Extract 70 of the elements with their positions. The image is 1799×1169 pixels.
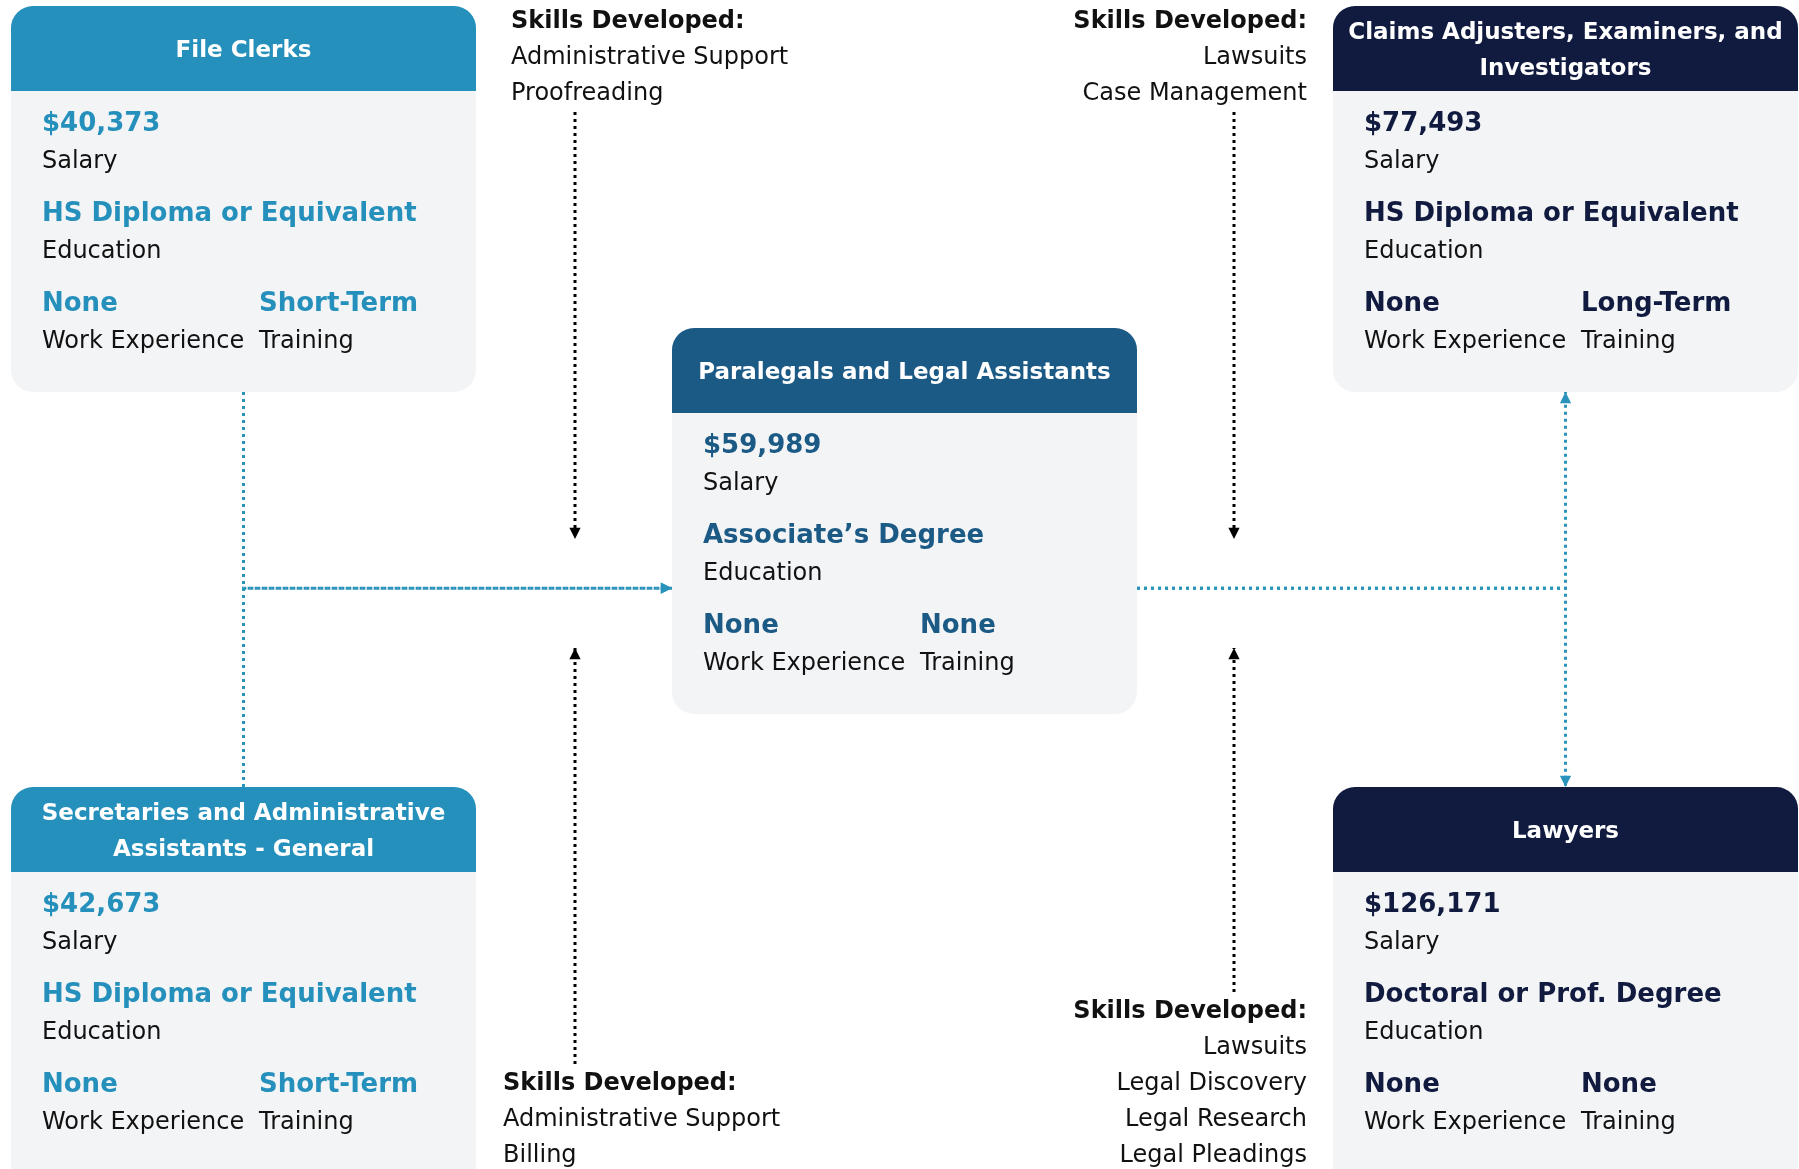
skill-item: Lawsuits [1203, 42, 1307, 70]
skills-heading: Skills Developed: [1073, 6, 1307, 34]
skill-item: Proofreading [511, 78, 664, 106]
salary-value: $40,373 [42, 106, 161, 139]
field-label: Salary [703, 467, 779, 498]
skills-heading: Skills Developed: [511, 6, 745, 34]
field-label: Work Experience [1364, 1106, 1567, 1137]
experience-value: None [1364, 286, 1440, 319]
salary-value: $42,673 [42, 887, 161, 920]
job-card [672, 328, 1137, 714]
skill-item: Legal Discovery [1116, 1068, 1307, 1096]
job-card [1333, 6, 1798, 392]
field-label: Salary [42, 926, 118, 957]
card-title: Secretaries and Administrative Assistants - General [40, 797, 447, 863]
field-label: Training [259, 325, 354, 356]
field-label: Training [259, 1106, 354, 1137]
education-level: HS Diploma or Equivalent [1364, 196, 1739, 229]
field-label: Training [920, 647, 1015, 678]
salary-value: $77,493 [1364, 106, 1483, 139]
skills-heading: Skills Developed: [1073, 996, 1307, 1024]
training-value: Long-Term [1581, 286, 1732, 319]
job-card [11, 787, 476, 1169]
field-label: Education [1364, 1016, 1484, 1047]
education-level: Associate’s Degree [703, 518, 985, 551]
skill-item: Case Management [1082, 78, 1307, 106]
arrow [1137, 586, 1572, 787]
salary-value: $126,171 [1364, 887, 1501, 920]
training-value: Short-Term [259, 1067, 419, 1100]
field-label: Education [42, 235, 162, 266]
field-label: Education [42, 1016, 162, 1047]
training-value: None [920, 608, 996, 641]
skill-item: Billing [503, 1140, 577, 1168]
card-title: Claims Adjusters, Examiners, and Investigators [1347, 16, 1784, 82]
experience-value: None [1364, 1067, 1440, 1100]
job-card [1333, 787, 1798, 1169]
field-label: Salary [1364, 145, 1440, 176]
experience-value: None [42, 286, 118, 319]
skills-heading: Skills Developed: [503, 1068, 737, 1096]
arrow [242, 582, 672, 787]
card-title: Paralegals and Legal Assistants [698, 356, 1111, 386]
field-label: Work Experience [703, 647, 906, 678]
field-label: Salary [42, 145, 118, 176]
field-label: Education [703, 557, 823, 588]
training-value: None [1581, 1067, 1657, 1100]
experience-value: None [703, 608, 779, 641]
education-level: HS Diploma or Equivalent [42, 977, 417, 1010]
experience-value: None [42, 1067, 118, 1100]
arrow [569, 112, 581, 539]
skill-item: Lawsuits [1203, 1032, 1307, 1060]
field-label: Training [1581, 1106, 1676, 1137]
field-label: Work Experience [42, 325, 245, 356]
skill-item: Legal Pleadings [1119, 1140, 1307, 1168]
field-label: Salary [1364, 926, 1440, 957]
skill-item: Administrative Support [503, 1104, 781, 1132]
field-label: Training [1581, 325, 1676, 356]
card-title: File Clerks [175, 34, 312, 64]
field-label: Work Experience [1364, 325, 1567, 356]
card-title: Lawyers [1511, 815, 1620, 845]
arrow [1228, 112, 1240, 539]
arrow [1228, 648, 1240, 992]
job-card [11, 6, 476, 392]
field-label: Education [1364, 235, 1484, 266]
arrow [569, 648, 581, 1064]
skill-item: Administrative Support [511, 42, 789, 70]
education-level: Doctoral or Prof. Degree [1364, 977, 1722, 1010]
salary-value: $59,989 [703, 428, 822, 461]
skill-item: Legal Research [1124, 1104, 1307, 1132]
training-value: Short-Term [259, 286, 419, 319]
field-label: Work Experience [42, 1106, 245, 1137]
education-level: HS Diploma or Equivalent [42, 196, 417, 229]
